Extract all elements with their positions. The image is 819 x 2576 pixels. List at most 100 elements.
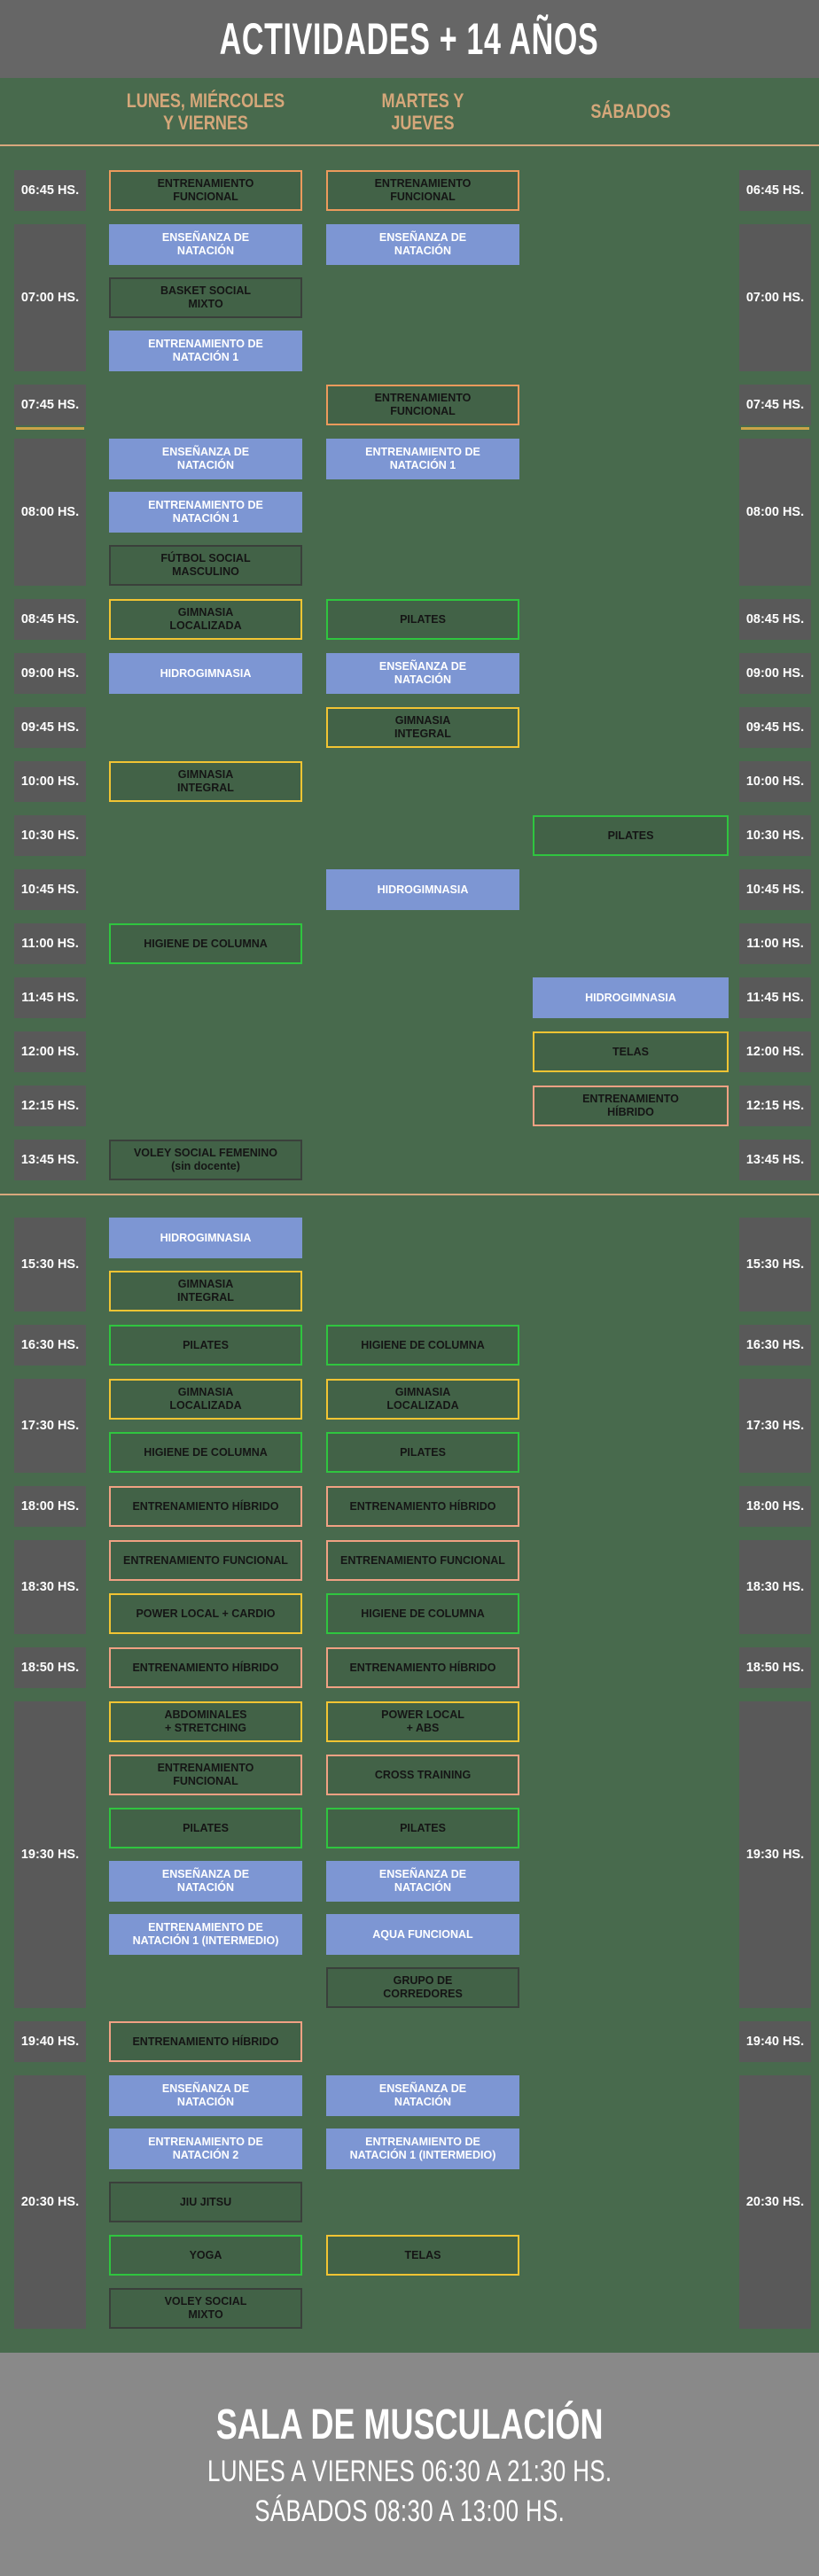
activity-card: ENSEÑANZA DE NATACIÓN: [109, 2075, 302, 2117]
time-label: 10:45 HS.: [739, 869, 811, 911]
activity-card: CROSS TRAINING: [326, 1755, 519, 1796]
time-label: 11:45 HS.: [739, 977, 811, 1019]
activity-card: ENTRENAMIENTO FUNCIONAL: [326, 1540, 519, 1582]
column-header-sabados: SÁBADOS: [590, 100, 671, 123]
day-column-cell: PILATES: [533, 815, 729, 857]
activity-card: ENTRENAMIENTO FUNCIONAL: [326, 170, 519, 212]
activity-card: ENTRENAMIENTO DE NATACIÓN 1: [109, 492, 302, 533]
activity-card: BASKET SOCIAL MIXTO: [109, 277, 302, 319]
activity-card: ENTRENAMIENTO HÍBRIDO: [326, 1647, 519, 1689]
activity-card: HIDROGIMNASIA: [109, 1218, 302, 1259]
time-label: 07:00 HS.: [739, 224, 811, 372]
time-label: 12:15 HS.: [14, 1086, 86, 1127]
activity-card: GRUPO DE CORREDORES: [326, 1967, 519, 2009]
day-column-cell: PILATES: [109, 1325, 302, 1366]
day-column-cell: [533, 439, 729, 586]
activity-card: HIGIENE DE COLUMNA: [326, 1593, 519, 1635]
day-column-cell: ENTRENAMIENTO HÍBRIDO: [109, 1647, 302, 1689]
activity-card: PILATES: [326, 1432, 519, 1474]
time-label: 19:30 HS.: [739, 1701, 811, 2009]
day-column-cell: GIMNASIA INTEGRAL: [109, 761, 302, 803]
day-column-cell: [326, 1218, 519, 1311]
activity-card: ENSEÑANZA DE NATACIÓN: [326, 2075, 519, 2117]
activity-card: ENSEÑANZA DE NATACIÓN: [326, 653, 519, 695]
activity-card: ENSEÑANZA DE NATACIÓN: [326, 1861, 519, 1903]
day-column-cell: ENTRENAMIENTO FUNCIONAL: [326, 385, 519, 426]
time-label: 11:00 HS.: [739, 923, 811, 965]
time-label: 10:30 HS.: [739, 815, 811, 857]
time-label: 19:40 HS.: [739, 2021, 811, 2063]
day-column-cell: POWER LOCAL + ABS CROSS TRAINING PILATES EN…: [326, 1701, 519, 2009]
day-column-cell: [109, 707, 302, 748]
time-label: 11:00 HS.: [14, 923, 86, 965]
time-label: 15:30 HS.: [14, 1218, 86, 1312]
day-column-cell: [533, 599, 729, 640]
time-label: 17:30 HS.: [739, 1379, 811, 1474]
activity-card: HIDROGIMNASIA: [109, 653, 302, 695]
activity-card: HIGIENE DE COLUMNA: [326, 1325, 519, 1366]
activity-card: GIMNASIA LOCALIZADA: [109, 599, 302, 641]
time-label: 10:00 HS.: [739, 761, 811, 803]
section-divider: [0, 1194, 819, 1196]
activity-card: ENSEÑANZA DE NATACIÓN: [326, 224, 519, 266]
activity-card: PILATES: [326, 1808, 519, 1849]
time-label: 12:00 HS.: [739, 1031, 811, 1073]
time-label: 19:30 HS.: [14, 1701, 86, 2009]
day-column-cell: ENTRENAMIENTO HÍBRIDO: [109, 2021, 302, 2063]
activity-card: PILATES: [326, 599, 519, 641]
time-label: 18:30 HS.: [739, 1540, 811, 1635]
activity-card: ENTRENAMIENTO FUNCIONAL: [326, 385, 519, 426]
time-label: 18:00 HS.: [739, 1486, 811, 1528]
activity-card: GIMNASIA INTEGRAL: [326, 707, 519, 749]
day-column-cell: [533, 869, 729, 910]
day-column-cell: VOLEY SOCIAL FEMENINO (sin docente): [109, 1140, 302, 1181]
activity-card: ENTRENAMIENTO DE NATACIÓN 2: [109, 2129, 302, 2170]
footer-hours-weekdays: LUNES A VIERNES 06:30 A 21:30 HS.: [207, 2454, 612, 2488]
day-column-cell: [109, 385, 302, 425]
day-column-cell: [533, 707, 729, 748]
activity-card: FÚTBOL SOCIAL MASCULINO: [109, 545, 302, 587]
activity-card: ENTRENAMIENTO HÍBRIDO: [109, 1647, 302, 1689]
day-column-cell: ENSEÑANZA DE NATACIÓN ENTRENAMIENTO DE NA…: [109, 2075, 302, 2330]
day-column-cell: HIGIENE DE COLUMNA: [109, 923, 302, 965]
time-label: 09:00 HS.: [14, 653, 86, 695]
activity-card: GIMNASIA LOCALIZADA: [109, 1379, 302, 1420]
activity-card: ENTRENAMIENTO HÍBRIDO: [326, 1486, 519, 1528]
day-column-cell: [326, 977, 519, 1018]
time-label: 13:45 HS.: [739, 1140, 811, 1181]
activity-card: ENTRENAMIENTO HÍBRIDO: [533, 1086, 729, 1127]
time-label: 09:00 HS.: [739, 653, 811, 695]
time-label: 07:45 HS.: [739, 385, 811, 431]
activity-card: YOGA: [109, 2235, 302, 2276]
time-label: 16:30 HS.: [739, 1325, 811, 1366]
day-column-cell: [533, 385, 729, 425]
time-label: 12:00 HS.: [14, 1031, 86, 1073]
page-footer: SALA DE MUSCULACIÓN LUNES A VIERNES 06:3…: [0, 2353, 819, 2576]
activity-card: ENTRENAMIENTO FUNCIONAL: [109, 170, 302, 212]
day-column-cell: [109, 815, 302, 856]
activity-card: PILATES: [109, 1808, 302, 1849]
day-column-cell: ENTRENAMIENTO FUNCIONAL: [109, 170, 302, 212]
day-column-cell: [533, 1379, 729, 1473]
time-label: 10:00 HS.: [14, 761, 86, 803]
day-column-cell: [533, 653, 729, 694]
day-column-cell: TELAS: [533, 1031, 729, 1073]
day-column-cell: [533, 2021, 729, 2062]
time-label: 15:30 HS.: [739, 1218, 811, 1312]
activity-card: POWER LOCAL + ABS: [326, 1701, 519, 1743]
time-label: 12:15 HS.: [739, 1086, 811, 1127]
activity-card: HIDROGIMNASIA: [326, 869, 519, 911]
time-label: 09:45 HS.: [739, 707, 811, 749]
day-column-cell: [533, 170, 729, 211]
day-column-cell: [533, 1325, 729, 1366]
